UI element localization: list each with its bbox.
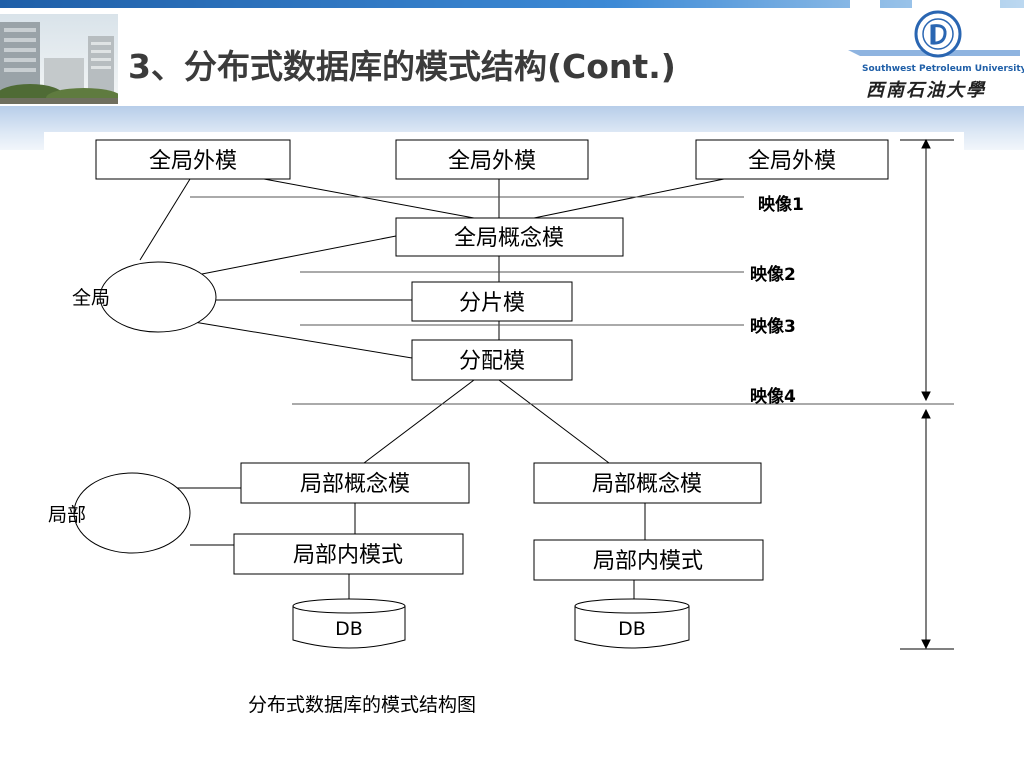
link-global-to-ext1 [139, 178, 191, 261]
local-level-ellipse [73, 472, 191, 554]
link-ext3-to-conceptual [533, 178, 725, 219]
database-cylinder-icon [292, 598, 406, 649]
link-ext1-to-conceptual [263, 178, 475, 219]
global-conceptual-schema-label: 全局概念模 [454, 226, 564, 251]
level-span-markers [900, 138, 954, 650]
top-bar-gap [912, 0, 1000, 8]
local-internal-schema-label: 局部内模式 [293, 543, 403, 568]
campus-photo [0, 14, 118, 104]
fragmentation-schema-label: 分片模 [459, 291, 525, 316]
database-label: DB [335, 618, 363, 640]
local-internal-schema-box [233, 533, 464, 575]
allocation-schema-box [411, 339, 573, 381]
page-title: 3、分布式数据库的模式结构(Cont.) [128, 47, 676, 86]
global-level-label: 全局 [72, 287, 110, 309]
diagram-canvas: 全局 局部 全局外模 全局外模 全局外模 全局概念模 分片模 分配模 映像1 映… [48, 138, 954, 650]
global-conceptual-schema-box [395, 217, 624, 257]
database-cylinder-icon [574, 598, 690, 649]
global-external-schema-label: 全局外模 [149, 149, 237, 174]
university-logo [848, 10, 1020, 106]
mapping-1-label: 映像1 [758, 194, 804, 215]
link-global-to-conceptual [201, 235, 397, 275]
database-label: DB [618, 618, 646, 640]
link-allocation-to-local2 [498, 379, 610, 464]
global-external-schema-label: 全局外模 [448, 149, 536, 174]
global-external-schema-label: 全局外模 [748, 149, 836, 174]
university-name-en: Southwest Petroleum University [862, 64, 1024, 74]
allocation-schema-label: 分配模 [459, 349, 525, 374]
mapping-4-label: 映像4 [750, 386, 796, 407]
fragmentation-schema-box [411, 281, 573, 322]
top-accent-bar [0, 0, 1024, 8]
local-internal-schema-label: 局部内模式 [593, 549, 703, 574]
local-conceptual-schema-label: 局部概念模 [592, 472, 702, 497]
global-external-schema-box [695, 139, 889, 180]
global-external-schema-box [395, 139, 589, 180]
mapping-2-label: 映像2 [750, 264, 796, 285]
global-level-ellipse [99, 261, 217, 333]
diagram-caption: 分布式数据库的模式结构图 [248, 694, 477, 716]
local-conceptual-schema-box [533, 462, 762, 504]
link-allocation-to-local1 [363, 379, 475, 464]
mapping-3-label: 映像3 [750, 316, 796, 337]
local-conceptual-schema-label: 局部概念模 [300, 472, 410, 497]
local-conceptual-schema-box [240, 462, 470, 504]
slide-header [0, 8, 1024, 106]
local-internal-schema-box [533, 539, 764, 581]
schema-architecture-diagram: 全局 局部 全局外模 全局外模 全局外模 全局概念模 分片模 分配模 映像1 映… [44, 132, 964, 672]
global-external-schema-box [95, 139, 291, 180]
link-global-to-allocation [193, 321, 413, 359]
local-level-label: 局部 [48, 504, 86, 526]
university-name-cn: 西南石油大學 [866, 80, 986, 101]
top-bar-gap [850, 0, 880, 8]
